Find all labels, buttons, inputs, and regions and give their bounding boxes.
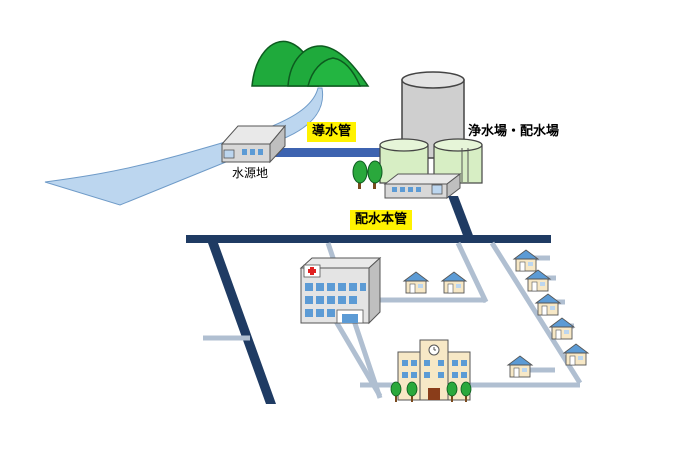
- tree-icon: [352, 160, 368, 189]
- tree-icon: [460, 381, 472, 402]
- house-icon: [513, 249, 539, 272]
- hospital-icon: [299, 256, 382, 325]
- distribution-main-label: 配水本管: [350, 210, 413, 230]
- purification-distribution-label: 浄水場・配水場: [468, 124, 560, 139]
- tree-icon: [446, 381, 458, 402]
- distribution-main-branch: [208, 243, 276, 404]
- intake-pipe-label: 導水管: [307, 122, 357, 142]
- house-icon: [525, 269, 551, 292]
- house-icon: [563, 343, 589, 366]
- house-icon: [535, 293, 561, 316]
- tree-icon: [367, 160, 383, 189]
- school-icon: [397, 339, 471, 401]
- house-icon: [441, 271, 467, 294]
- water-source-label: 水源地: [232, 166, 269, 180]
- intake-pipe: [270, 148, 384, 157]
- mountain-icon: [251, 40, 370, 87]
- house-icon: [403, 271, 429, 294]
- water-source-building-icon: [220, 124, 287, 164]
- plant-building: [383, 172, 462, 200]
- house-icon: [507, 355, 533, 378]
- distribution-main-pipe: [186, 235, 551, 243]
- tree-icon: [390, 381, 402, 402]
- house-icon: [549, 317, 575, 340]
- tree-icon: [406, 381, 418, 402]
- plant-outlet-pipe: [448, 196, 474, 238]
